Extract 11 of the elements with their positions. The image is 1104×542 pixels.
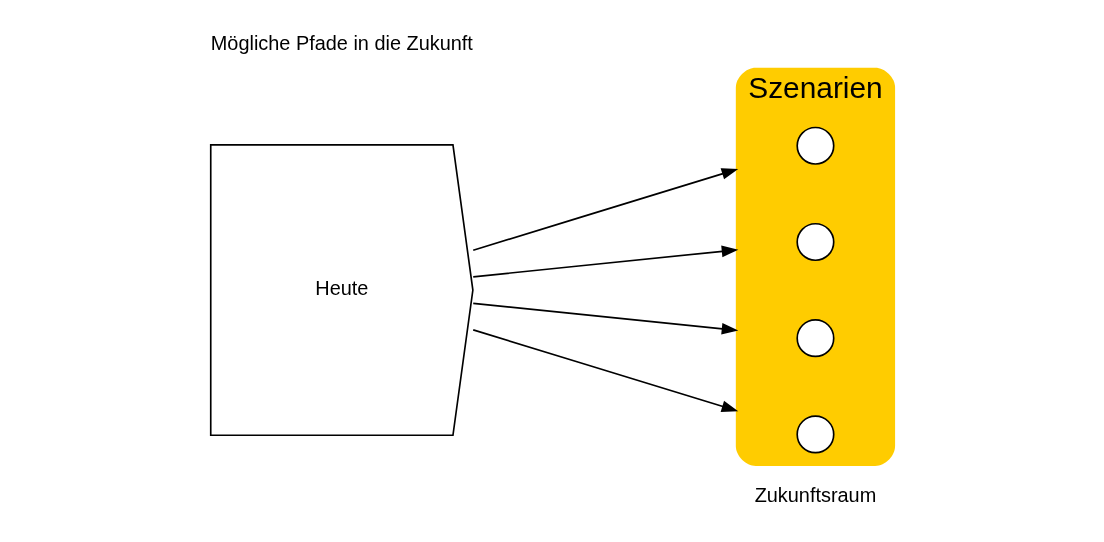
node-label: Zukunftsraum — [754, 483, 876, 506]
arrow — [471, 245, 738, 278]
node-circle — [795, 319, 835, 358]
arrow — [471, 302, 738, 335]
node-circle — [795, 222, 835, 262]
node-circle — [795, 126, 835, 165]
label: Mögliche Pfade in die Zukunft — [210, 31, 473, 54]
node-circle — [795, 415, 835, 454]
cluster: Szenarien — [735, 67, 895, 466]
arrow — [471, 168, 738, 252]
arrow — [471, 329, 738, 412]
